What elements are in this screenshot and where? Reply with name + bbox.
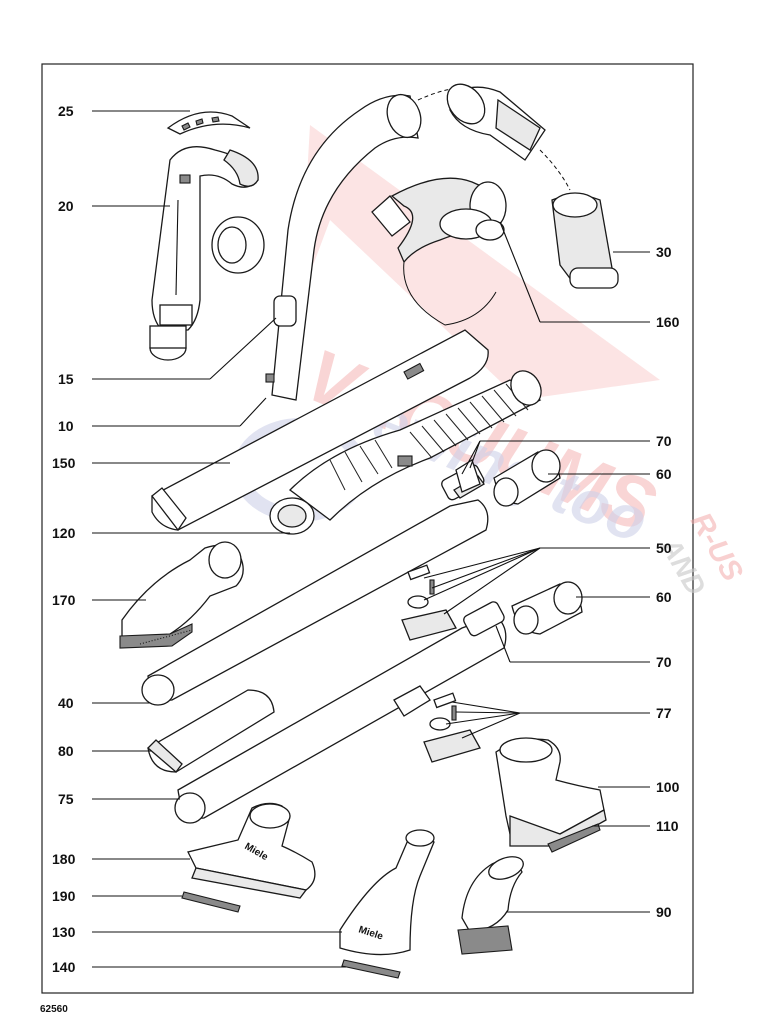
label-25: 25 <box>58 103 74 119</box>
label-75: 75 <box>58 791 74 807</box>
label-190: 190 <box>52 888 76 904</box>
label-170: 170 <box>52 592 76 608</box>
part-170-dusting-brush <box>119 541 244 649</box>
part-labels: 25 20 15 10 150 120 170 40 80 75 180 190… <box>52 103 680 975</box>
part-110-brush-strip <box>547 823 601 853</box>
label-30: 30 <box>656 244 672 260</box>
label-40: 40 <box>58 695 74 711</box>
part-77-slider-set <box>423 692 481 763</box>
label-180: 180 <box>52 851 76 867</box>
label-110: 110 <box>656 818 679 834</box>
label-50: 50 <box>656 540 672 556</box>
part-160-electric-connector <box>371 177 507 326</box>
diagram-frame <box>41 63 694 994</box>
part-190-brush-strip <box>181 891 241 913</box>
label-90: 90 <box>656 904 672 920</box>
part-100-upholstery-nozzle <box>495 737 607 847</box>
label-150: 150 <box>52 455 76 471</box>
part-75-lower-wand <box>174 601 507 824</box>
part-10-bent-wand <box>265 87 459 401</box>
hose-corrugation <box>329 383 529 491</box>
part-150-crevice-tool <box>151 329 489 532</box>
label-120: 120 <box>52 525 76 541</box>
part-80-sleeve <box>147 689 275 773</box>
part-25-handle-cover <box>166 111 251 135</box>
part-20-handle <box>149 146 265 361</box>
part-180-floor-tool: Miele <box>187 802 316 899</box>
part-120-hose <box>269 370 542 535</box>
label-77: 77 <box>656 705 672 721</box>
part-60-adaptor-lower <box>511 581 583 635</box>
part-30-swivel-connector <box>446 83 619 289</box>
label-140: 140 <box>52 959 76 975</box>
watermark-chevron-shape <box>300 125 660 400</box>
part-140-brush-strip <box>341 959 401 979</box>
part-70-clip-upper <box>455 459 481 493</box>
label-80: 80 <box>58 743 74 759</box>
part-50-slider-set <box>401 564 457 641</box>
label-20: 20 <box>58 198 74 214</box>
label-130: 130 <box>52 924 76 940</box>
label-15: 15 <box>58 371 74 387</box>
label-70-upper: 70 <box>656 433 672 449</box>
part-130-mattress-tool: Miele <box>339 829 435 956</box>
label-60-lower: 60 <box>656 589 672 605</box>
part-90-dusting-brush <box>457 856 524 955</box>
label-70-lower: 70 <box>656 654 672 670</box>
label-100: 100 <box>656 779 680 795</box>
label-160: 160 <box>656 314 680 330</box>
leader-lines <box>92 110 650 968</box>
label-10: 10 <box>58 418 74 434</box>
label-60-upper: 60 <box>656 466 672 482</box>
footer-drawing-code: 62560 <box>40 1004 68 1015</box>
